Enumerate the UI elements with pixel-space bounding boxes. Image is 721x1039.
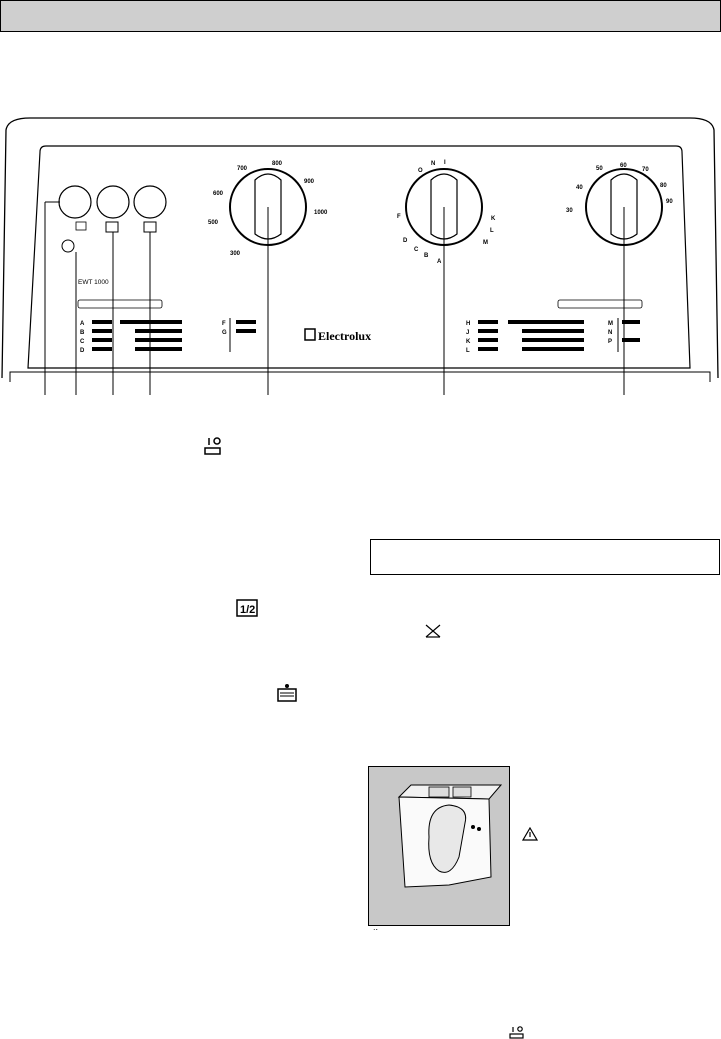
prewash-icon	[277, 684, 297, 702]
svg-text:600: 600	[213, 191, 224, 197]
svg-text:I: I	[444, 160, 446, 166]
svg-text:70: 70	[642, 167, 649, 173]
cotton-programme-table: A B C D F G	[80, 318, 256, 354]
svg-text:Electrolux: Electrolux	[318, 329, 371, 343]
svg-text:A: A	[80, 321, 85, 327]
svg-text:M: M	[608, 321, 613, 327]
svg-text:N: N	[608, 330, 612, 336]
svg-text:900: 900	[304, 179, 315, 185]
control-panel-illustration: EWT 1000 A B C D F G Electrolux H J K L	[1, 117, 719, 395]
svg-text:700: 700	[237, 166, 248, 172]
crease-resist-icon	[425, 624, 441, 638]
temperature-dial[interactable]	[585, 168, 663, 395]
svg-text:F: F	[222, 321, 226, 327]
svg-text:G: G	[222, 330, 227, 336]
svg-text:90: 90	[666, 199, 673, 205]
programme-dial[interactable]	[405, 168, 483, 395]
programme-dial-labels: O N I F D C B A K L M	[397, 160, 496, 265]
half-load-icon: 1/2	[236, 599, 258, 617]
svg-text:A: A	[437, 259, 442, 265]
svg-text:30: 30	[566, 208, 573, 214]
svg-text:C: C	[414, 247, 419, 253]
on-off-symbol-icon	[204, 437, 221, 455]
svg-text:500: 500	[208, 220, 219, 226]
svg-text:F: F	[397, 214, 401, 220]
spin-speed-labels: 300 500 600 700 800 900 1000	[208, 161, 328, 257]
temperature-dial-labels: 30 40 50 60 70 80 90	[566, 163, 673, 214]
svg-text:D: D	[403, 238, 408, 244]
svg-text:D: D	[80, 348, 85, 354]
header-bar	[0, 0, 721, 32]
synthetic-programme-table: H J K L M N P	[466, 318, 640, 354]
svg-text:80: 80	[660, 183, 667, 189]
svg-text:P: P	[608, 339, 612, 345]
svg-text:C: C	[80, 339, 85, 345]
svg-text:J: J	[466, 330, 469, 336]
svg-text:B: B	[424, 253, 429, 259]
svg-text:K: K	[466, 339, 471, 345]
svg-text:B: B	[80, 330, 85, 336]
svg-text:L: L	[490, 228, 494, 234]
indicator-knobs	[58, 185, 167, 253]
spin-speed-dial[interactable]	[229, 168, 307, 250]
svg-text:1/2: 1/2	[240, 604, 255, 616]
svg-text:300: 300	[230, 251, 241, 257]
detergent-drawer-photo	[368, 766, 510, 926]
warning-icon	[522, 827, 538, 841]
svg-text:50: 50	[596, 166, 603, 172]
svg-text:O: O	[418, 168, 423, 174]
svg-text:N: N	[431, 161, 435, 167]
svg-text:H: H	[466, 321, 470, 327]
footnote-mark: :.	[373, 922, 379, 932]
svg-text:M: M	[483, 240, 488, 246]
svg-text:40: 40	[576, 185, 583, 191]
svg-text:1000: 1000	[314, 210, 328, 216]
callout-lines	[44, 201, 269, 395]
info-box	[370, 539, 720, 575]
brand-logo: Electrolux	[304, 328, 371, 343]
svg-text:K: K	[491, 216, 496, 222]
on-off-symbol-small-icon	[509, 1026, 524, 1039]
svg-text:800: 800	[272, 161, 283, 167]
model-label: EWT 1000	[78, 279, 109, 286]
svg-text:L: L	[466, 348, 470, 354]
svg-text:60: 60	[620, 163, 627, 169]
